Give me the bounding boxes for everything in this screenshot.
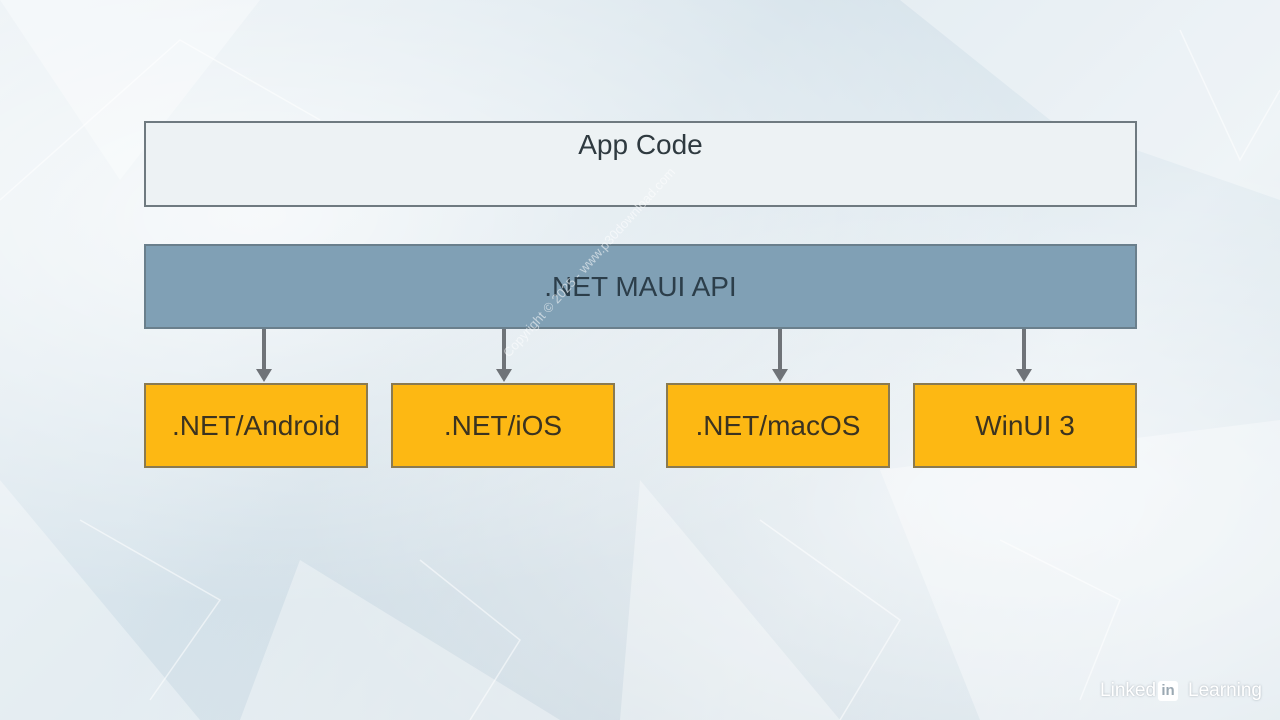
platform-macos: .NET/macOS xyxy=(666,383,890,468)
maui-api-layer: .NET MAUI API xyxy=(144,244,1137,329)
app-code-label: App Code xyxy=(578,129,703,160)
platform-ios: .NET/iOS xyxy=(391,383,615,468)
platform-android-label: .NET/Android xyxy=(171,409,341,441)
platform-ios-label: .NET/iOS xyxy=(443,409,563,441)
linkedin-learning-logo: Linked in Learning xyxy=(1100,680,1262,702)
logo-linked-text: Linked xyxy=(1100,680,1157,701)
maui-api-label: .NET MAUI API xyxy=(544,270,737,302)
app-code-layer: App Code xyxy=(144,121,1137,207)
linkedin-in-icon: in xyxy=(1158,681,1179,701)
platform-android: .NET/Android xyxy=(144,383,368,468)
platform-winui-label: WinUI 3 xyxy=(975,409,1075,441)
logo-learning-text: Learning xyxy=(1188,680,1262,701)
platform-winui: WinUI 3 xyxy=(913,383,1137,468)
platform-macos-label: .NET/macOS xyxy=(695,409,861,441)
